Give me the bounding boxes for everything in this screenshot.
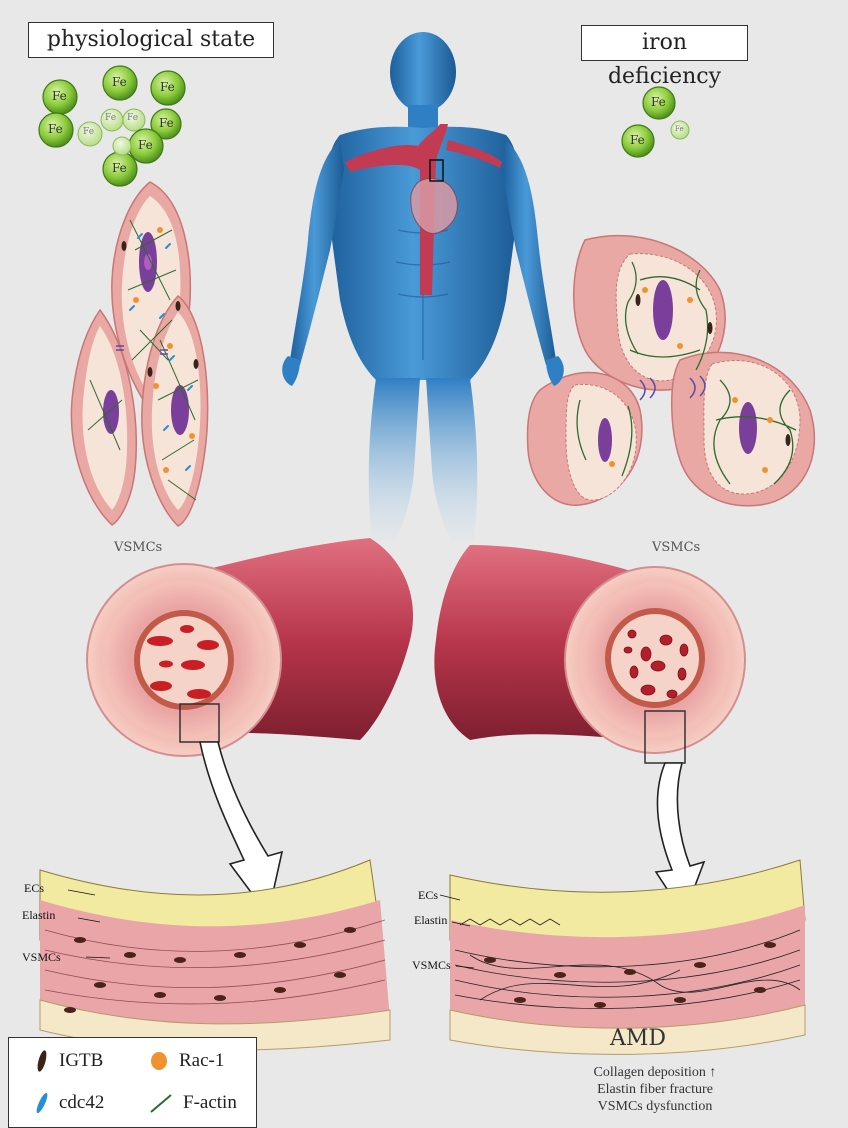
f-actin-icon <box>149 1090 173 1116</box>
vessel-layers-left <box>40 860 390 1050</box>
vsmc-cells-right <box>528 236 815 506</box>
fe-label: Fe <box>112 75 127 89</box>
fe-label: Fe <box>160 80 175 94</box>
ecs-label-left: ECs <box>24 881 44 896</box>
fe-label: Fe <box>630 133 645 147</box>
amd-title: AMD <box>610 1026 666 1051</box>
legend-label: IGTB <box>59 1050 103 1072</box>
legend-item-cdc42: cdc42 <box>35 1090 104 1116</box>
vessel-right <box>434 545 745 763</box>
amd-effect-elastin: Elastin fiber fracture <box>540 1081 770 1098</box>
legend-label: cdc42 <box>59 1092 104 1114</box>
fe-label: Fe <box>138 138 153 152</box>
legend-label: Rac-1 <box>179 1050 224 1072</box>
legend-item-f-actin: F-actin <box>149 1090 237 1116</box>
fe-label: Fe <box>52 89 67 103</box>
vsmcs-label-right: VSMCs <box>412 958 451 973</box>
vsmcs-caption-left: VSMCs <box>114 540 162 555</box>
vsmcs-label-left: VSMCs <box>22 950 61 965</box>
fe-label: Fe <box>675 125 684 133</box>
fe-label: Fe <box>127 113 138 123</box>
fe-label: Fe <box>112 161 127 175</box>
fe-label: Fe <box>83 127 94 137</box>
vessel-left <box>87 538 413 756</box>
igtb-icon <box>35 1048 49 1074</box>
amd-effects: Collagen deposition ↑ Elastin fiber frac… <box>540 1064 770 1115</box>
elastin-label-right: Elastin <box>414 913 447 928</box>
fe-label: Fe <box>159 116 174 130</box>
physiological-state-label: physiological state <box>28 22 274 58</box>
cdc42-icon <box>35 1090 49 1116</box>
legend-label: F-actin <box>183 1092 237 1114</box>
ecs-label-right: ECs <box>418 888 438 903</box>
vsmcs-caption-right: VSMCs <box>652 540 700 555</box>
amd-effect-vsmcs: VSMCs dysfunction <box>540 1098 770 1115</box>
iron-deficiency-label: iron deficiency <box>581 25 748 61</box>
legend-item-igtb: IGTB <box>35 1048 103 1074</box>
fe-label: Fe <box>48 122 63 136</box>
legend-item-rac1: Rac-1 <box>149 1048 224 1074</box>
amd-effect-collagen: Collagen deposition ↑ <box>540 1064 770 1081</box>
elastin-label-left: Elastin <box>22 908 55 923</box>
fe-label: Fe <box>105 113 116 123</box>
vsmc-cells-left <box>71 182 207 526</box>
rac1-icon <box>149 1048 169 1074</box>
human-body <box>282 32 564 540</box>
fe-label: Fe <box>651 95 666 109</box>
legend: IGTB Rac-1 cdc42 F-actin <box>8 1037 257 1128</box>
